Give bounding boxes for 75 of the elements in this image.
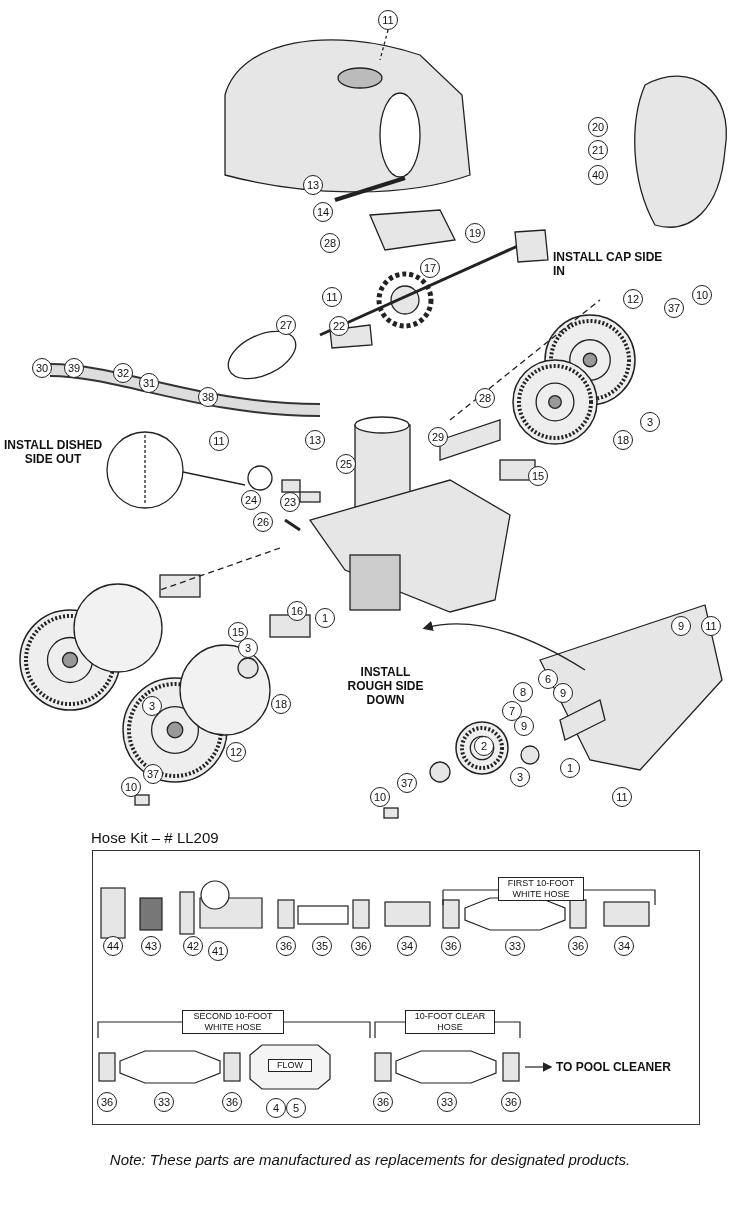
callout-number: 39	[64, 358, 84, 378]
callout-number: 3	[238, 638, 258, 658]
callout-number: 8	[513, 682, 533, 702]
callout-number: 9	[514, 716, 534, 736]
callout-number: 10	[692, 285, 712, 305]
callout-number: 5	[286, 1098, 306, 1118]
caption: Note: These parts are manufactured as replacements for designated products.	[108, 1150, 632, 1170]
callout-number: 23	[280, 492, 300, 512]
callout-number: 1	[560, 758, 580, 778]
callout-number: 13	[305, 430, 325, 450]
callout-number: 26	[253, 512, 273, 532]
callout-number: 24	[241, 490, 261, 510]
callout-number: 44	[103, 936, 123, 956]
callout-number: 33	[437, 1092, 457, 1112]
hose-section-label: SECOND 10-FOOT WHITE HOSE	[182, 1010, 284, 1034]
callout-number: 27	[276, 315, 296, 335]
callout-number: 7	[502, 701, 522, 721]
install-note: INSTALL DISHED SIDE OUT	[3, 438, 103, 466]
callout-number: 31	[139, 373, 159, 393]
callout-number: 25	[336, 454, 356, 474]
callout-number: 6	[538, 669, 558, 689]
hose-section-label: 10-FOOT CLEAR HOSE	[405, 1010, 495, 1034]
callout-number: 36	[441, 936, 461, 956]
callout-number: 33	[505, 936, 525, 956]
callout-number: 42	[183, 936, 203, 956]
callout-number: 1	[315, 608, 335, 628]
callout-number: 34	[614, 936, 634, 956]
kit-heading: Hose Kit – # LL209	[91, 828, 219, 848]
callout-number: 22	[329, 316, 349, 336]
callout-number: 15	[528, 466, 548, 486]
callout-number: 10	[121, 777, 141, 797]
callout-number: 40	[588, 165, 608, 185]
callout-number: 11	[612, 787, 632, 807]
callout-number: 4	[266, 1098, 286, 1118]
callout-number: 18	[271, 694, 291, 714]
callout-number: 11	[378, 10, 398, 30]
callout-number: 35	[312, 936, 332, 956]
callout-number: 36	[97, 1092, 117, 1112]
callout-number: 37	[664, 298, 684, 318]
callout-number: 28	[475, 388, 495, 408]
callout-number: 36	[501, 1092, 521, 1112]
callout-number: 36	[351, 936, 371, 956]
callout-number: 38	[198, 387, 218, 407]
callout-number: 11	[209, 431, 229, 451]
hose-section-label: FLOW	[268, 1059, 312, 1072]
callout-number: 41	[208, 941, 228, 961]
callout-number: 12	[623, 289, 643, 309]
callout-number: 37	[397, 773, 417, 793]
callout-number: 34	[397, 936, 417, 956]
callout-number: 11	[322, 287, 342, 307]
callout-number: 33	[154, 1092, 174, 1112]
callout-number: 11	[701, 616, 721, 636]
callout-number: 43	[141, 936, 161, 956]
callout-number: 29	[428, 427, 448, 447]
callout-number: 36	[373, 1092, 393, 1112]
callout-number: 36	[568, 936, 588, 956]
callout-number: 36	[276, 936, 296, 956]
callout-number: 16	[287, 601, 307, 621]
callout-number: 20	[588, 117, 608, 137]
callout-number: 32	[113, 363, 133, 383]
callout-number: 30	[32, 358, 52, 378]
callout-number: 21	[588, 140, 608, 160]
callout-number: 18	[613, 430, 633, 450]
callout-number: 14	[313, 202, 333, 222]
callout-number: 3	[640, 412, 660, 432]
callout-number: 10	[370, 787, 390, 807]
callout-number: 19	[465, 223, 485, 243]
hose-section-label: FIRST 10-FOOT WHITE HOSE	[498, 877, 584, 901]
callout-number: 15	[228, 622, 248, 642]
callout-number: 12	[226, 742, 246, 762]
callout-number: 36	[222, 1092, 242, 1112]
install-note: INSTALL CAP SIDE IN	[553, 250, 663, 278]
callout-number: 3	[510, 767, 530, 787]
callout-number: 28	[320, 233, 340, 253]
callout-number: 17	[420, 258, 440, 278]
